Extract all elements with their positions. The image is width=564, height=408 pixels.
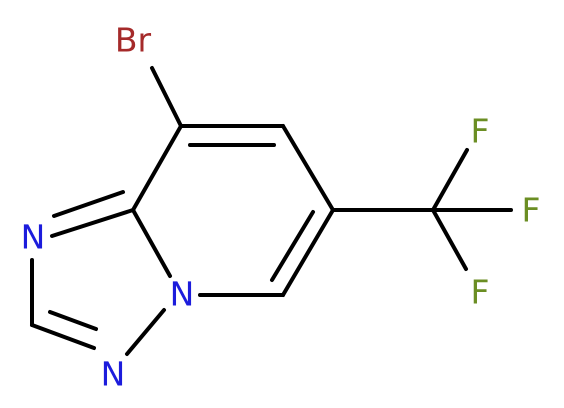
bond-c8-br <box>150 66 183 128</box>
bond-c2-n3 <box>30 323 96 350</box>
nitrogen-atom-label-n1: N <box>21 218 46 257</box>
bond-cf3-f-top <box>431 148 469 212</box>
bonds <box>30 66 513 356</box>
bond-n4-c8a <box>131 208 172 278</box>
atom-labels: Br F F F N N N <box>21 21 541 394</box>
bond-cf3-f-bottom <box>431 208 468 271</box>
bond-c2-n3-inner <box>48 310 98 331</box>
bond-c8a-n1-inner <box>52 190 125 218</box>
nitrogen-atom-label-bridgehead: N <box>170 275 195 314</box>
fluorine-atom-label-top: F <box>471 112 490 151</box>
bond-c6-c5-inner <box>270 210 315 282</box>
fluorine-atom-label-right: F <box>522 191 541 230</box>
bond-c8-c8a <box>131 124 183 212</box>
bromine-atom-label: Br <box>115 21 152 60</box>
bond-c7-c6 <box>281 124 335 212</box>
nitrogen-atom-label-n3: N <box>101 355 126 394</box>
bond-c6-c5 <box>281 208 335 297</box>
bond-c8a-n1 <box>50 208 135 238</box>
fluorine-atom-label-bottom: F <box>471 273 490 312</box>
bond-n3-n4 <box>125 308 166 356</box>
